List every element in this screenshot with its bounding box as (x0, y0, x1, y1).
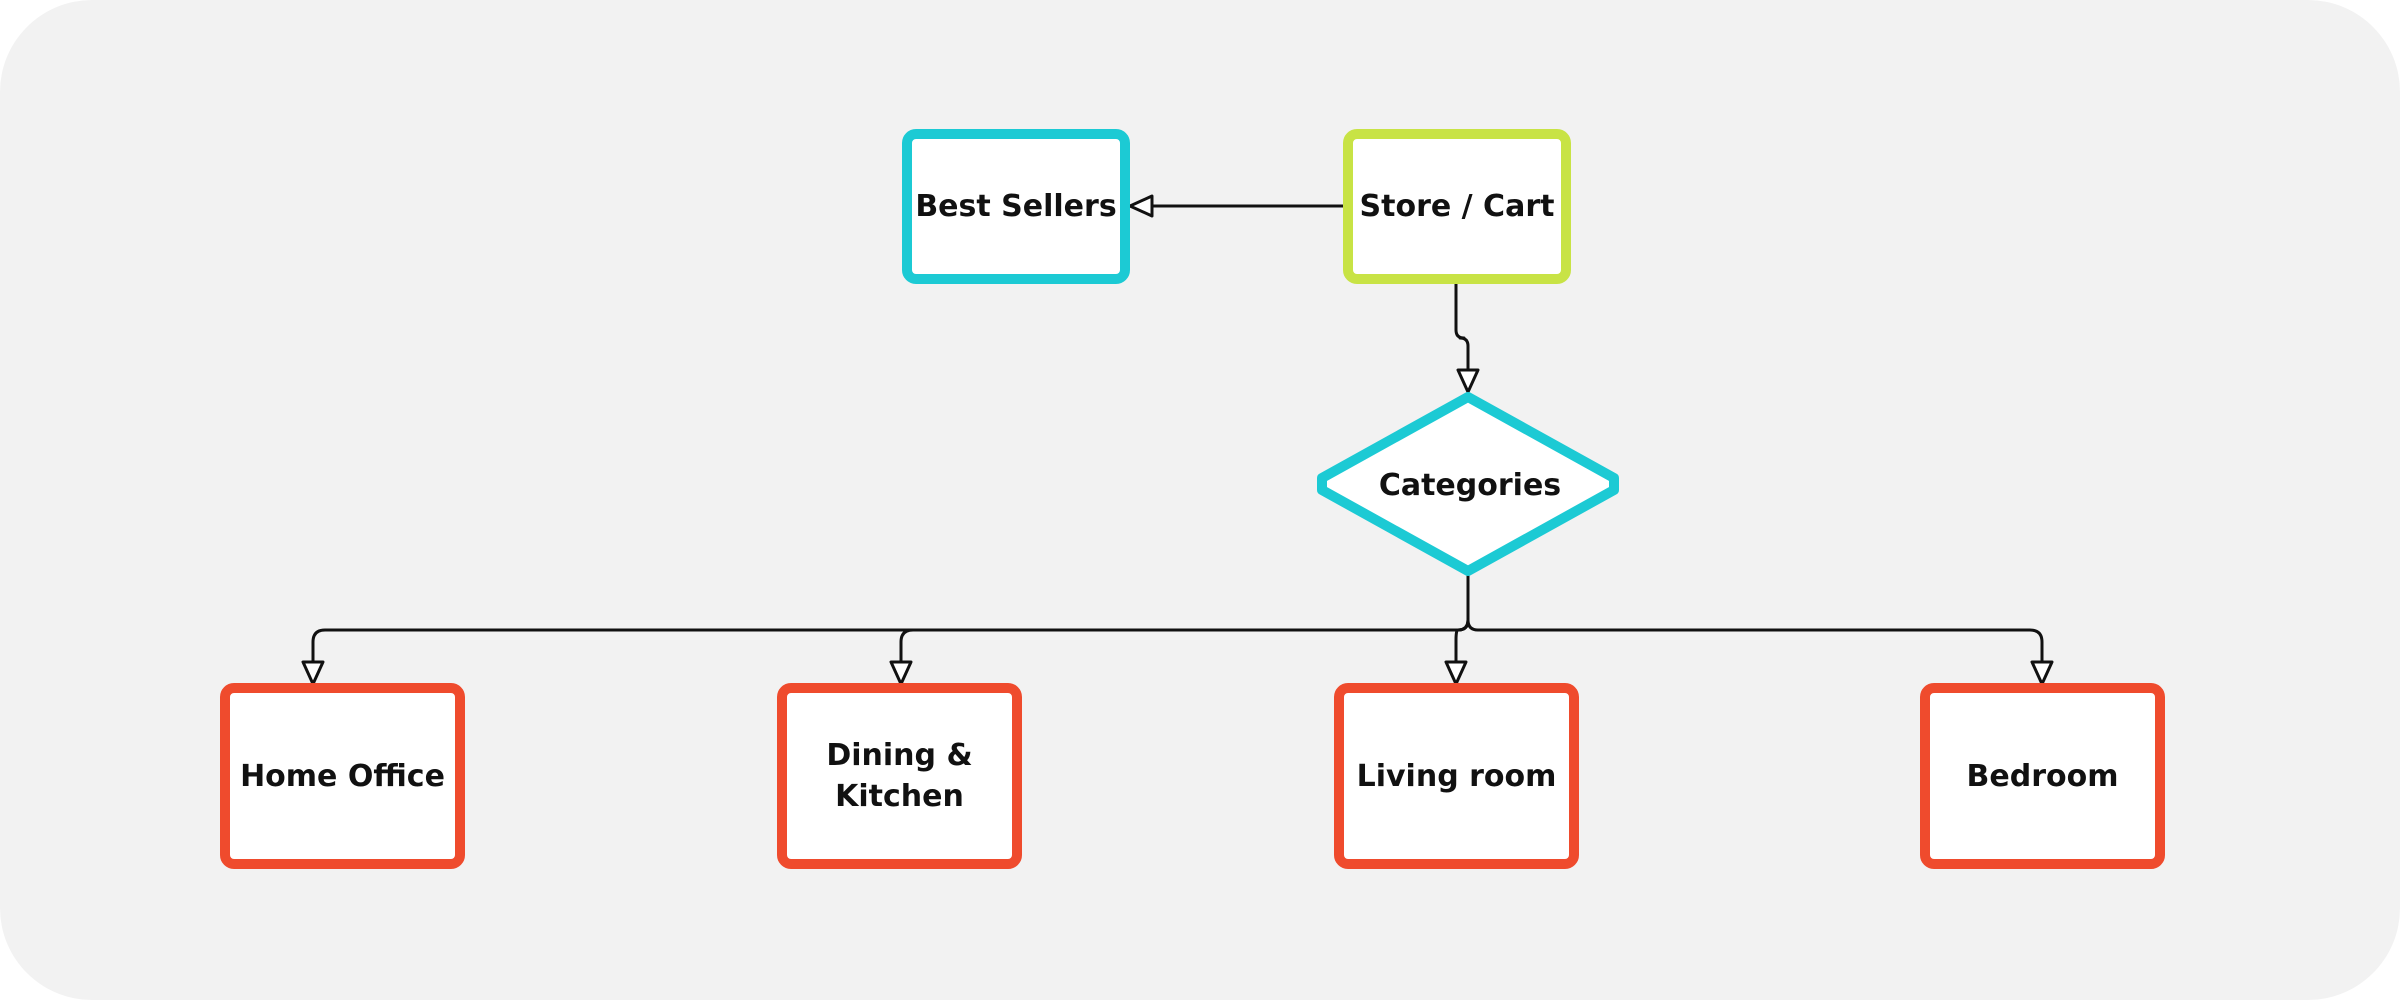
arrowhead-living-room (1444, 660, 1468, 686)
categories-diamond-shape (1317, 392, 1619, 576)
edge-categories-to-home-office (311, 568, 1470, 664)
node-home-office[interactable]: Home Office (220, 683, 465, 869)
node-dining-kitchen-label: Dining & Kitchen (826, 738, 973, 814)
arrowhead-home-office (301, 660, 325, 686)
node-best-sellers[interactable]: Best Sellers (902, 129, 1130, 284)
arrowhead-bedroom (2030, 660, 2054, 686)
node-living-room-label: Living room (1356, 758, 1557, 794)
arrowhead-best-sellers (1128, 194, 1154, 218)
node-store-cart-label: Store / Cart (1359, 189, 1555, 224)
node-living-room[interactable]: Living room (1334, 683, 1579, 869)
node-best-sellers-label: Best Sellers (915, 189, 1117, 224)
edge-categories-to-living-room (1454, 618, 1470, 664)
node-categories-label: Categories (1378, 467, 1562, 503)
edge-store-to-categories (1454, 280, 1470, 372)
node-bedroom[interactable]: Bedroom (1920, 683, 2165, 869)
arrowhead-categories (1456, 368, 1480, 394)
arrowhead-dining-kitchen (889, 660, 913, 686)
node-dining-kitchen[interactable]: Dining & Kitchen (777, 683, 1022, 869)
node-bedroom-label: Bedroom (1966, 758, 2119, 794)
node-home-office-label: Home Office (240, 758, 445, 794)
edge-categories-to-bedroom (1466, 618, 2044, 664)
node-store-cart[interactable]: Store / Cart (1343, 129, 1571, 284)
edge-categories-to-dining-kitchen (899, 618, 1470, 664)
node-categories[interactable]: Categories (1320, 460, 1620, 510)
